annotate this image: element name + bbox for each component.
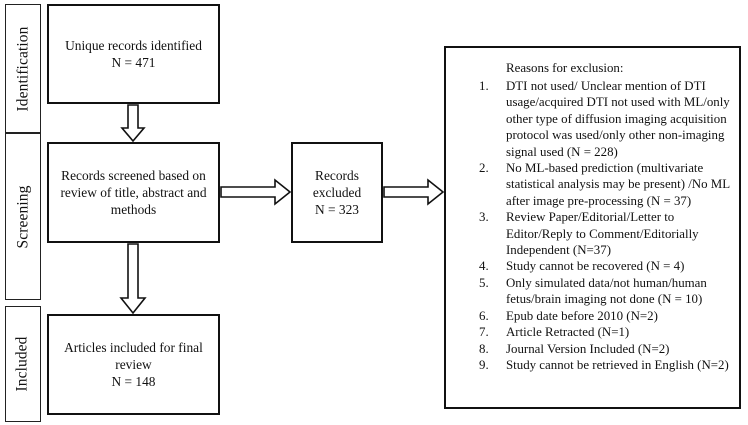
exclusion-reason-text: protocol was used/only other non-imaging [506,128,725,143]
arrow-identified-to-screened [120,104,146,143]
exclusion-reason-text: usage/acquired DTI not used with ML/only [506,95,730,110]
records-screened-line3: methods [110,202,157,217]
included-phase-box: Included [5,306,41,422]
articles-included-line2: review [115,357,152,372]
articles-included-box: Articles included for final review N = 1… [47,314,220,415]
exclusion-reason-text: Journal Version Included (N=2) [506,341,670,356]
exclusion-reason-item: 9. Study cannot be retrieved in English (… [446,357,739,373]
exclusion-reason-text: Epub date before 2010 (N=2) [506,308,658,323]
records-screened-line1: Records screened based on [61,168,206,183]
records-identified-label: Unique records identified [65,38,202,53]
exclusion-reason-text: Study cannot be retrieved in English (N=… [506,357,729,372]
records-excluded-line2: excluded [312,185,362,200]
exclusion-reason-item: 6. Epub date before 2010 (N=2) [446,308,739,324]
articles-included-count: N = 148 [111,374,156,389]
exclusion-reason-text: Independent (N=37) [506,243,611,258]
exclusion-reason-item: 4. Study cannot be recovered (N = 4) [446,258,739,274]
exclusion-reason-number: 1. [479,79,489,93]
arrow-screened-to-included [119,243,147,315]
articles-included-line1: Articles included for final [64,340,203,355]
exclusion-reasons-box: Reasons for exclusion: 1. DTI not used/ U… [444,46,741,409]
exclusion-reason-text: DTI not used/ Unclear mention of DTI [506,79,706,93]
exclusion-reason-number: 8. [479,341,489,356]
records-excluded-line1: Records [315,168,359,183]
exclusion-reason-number: 5. [479,275,489,290]
exclusion-reason-item: 5. Only simulated data/not human/human fet… [446,275,739,308]
exclusion-reason-text: other type of diffusion imaging acquisit… [506,111,727,126]
exclusion-reason-text: Article Retracted (N=1) [506,325,630,340]
exclusion-reason-text: after image pre-processing (N = 37) [506,193,692,208]
records-excluded-box: Records excluded N = 323 [291,142,383,243]
exclusion-reason-text: statistical analysis may be present) /No… [506,177,731,192]
exclusion-reason-text: fetus/brain imaging not done (N = 10) [506,292,703,307]
included-phase-label: Included [14,336,31,392]
screening-phase-box: Screening [5,133,41,300]
arrow-screened-to-excluded [220,178,292,206]
exclusion-reason-item: 7. Article Retracted (N=1) [446,324,739,340]
exclusion-reasons-list: 1. DTI not used/ Unclear mention of DTI us… [446,78,739,373]
screening-phase-label: Screening [14,185,32,248]
identification-phase-box: Identification [5,4,41,133]
records-identified-box: Unique records identified N = 471 [47,4,220,104]
exclusion-reasons-title: Reasons for exclusion: [506,61,624,75]
exclusion-reason-text: Study cannot be recovered (N = 4) [506,259,685,274]
identification-phase-label: Identification [14,26,31,111]
records-excluded-count: N = 323 [314,202,359,217]
exclusion-reason-number: 2. [479,161,489,176]
exclusion-reason-text: Editor/Reply to Comment/Editorially [506,226,699,241]
exclusion-reason-number: 9. [479,357,489,372]
exclusion-reason-item: 1. DTI not used/ Unclear mention of DTI us… [446,78,739,160]
records-screened-box: Records screened based on review of titl… [47,142,220,243]
exclusion-reason-text: signal used (N = 228) [506,144,618,159]
exclusion-reason-number: 6. [479,308,489,323]
arrow-excluded-to-reasons [383,178,445,206]
exclusion-reason-text: No ML-based prediction (multivariate [506,161,704,176]
exclusion-reason-text: Only simulated data/not human/human [506,275,707,290]
exclusion-reason-item: 8. Journal Version Included (N=2) [446,341,739,357]
records-identified-count: N = 471 [111,55,156,70]
exclusion-reason-number: 7. [479,325,489,340]
records-screened-line2: review of title, abstract and [60,185,207,200]
exclusion-reason-text: Review Paper/Editorial/Letter to [506,210,675,225]
exclusion-reason-number: 4. [479,259,489,274]
exclusion-reason-number: 3. [479,210,489,225]
